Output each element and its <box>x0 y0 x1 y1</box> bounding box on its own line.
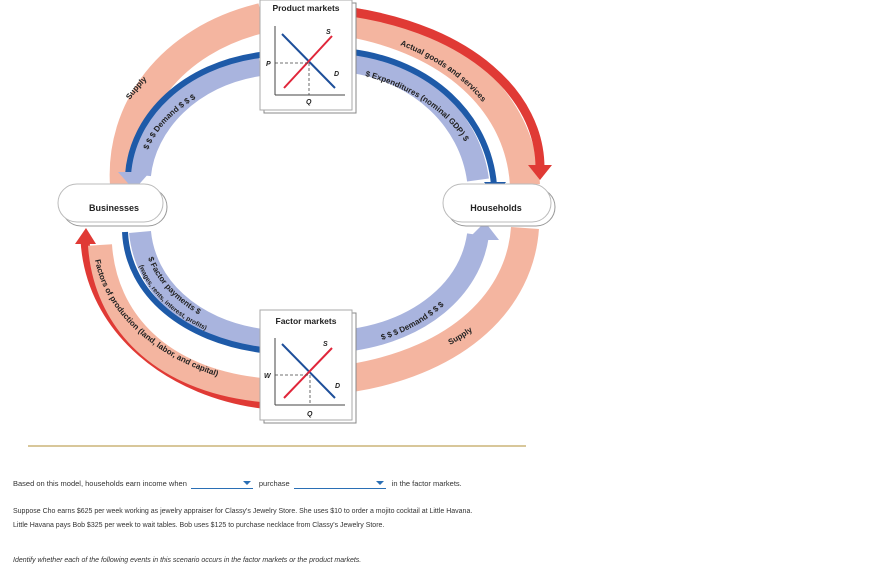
product-supply-label: S <box>326 29 331 36</box>
product-quantity-label: Q <box>306 99 312 106</box>
scenario-line-2: Little Havana pays Bob $325 per week to … <box>13 522 385 529</box>
households-node: Households <box>442 183 556 227</box>
factors-arrowhead <box>75 228 96 244</box>
demand-left-arrowhead <box>118 172 150 190</box>
factor-supply-label: S <box>323 341 328 348</box>
factor-demand-label: D <box>335 383 340 390</box>
businesses-node: Businesses <box>57 183 168 227</box>
dropdown-1[interactable] <box>190 478 253 489</box>
section-divider <box>28 445 526 447</box>
supply-flow-right-arrow <box>349 226 539 392</box>
factor-supply-curve <box>283 347 333 399</box>
demand-flow-left-arrow <box>129 54 262 177</box>
actual-goods-arrowhead <box>528 165 552 180</box>
expenditures-blue-arrow <box>351 49 497 186</box>
factor-markets-title: Factor markets <box>276 316 337 326</box>
product-price-label: P <box>266 61 271 68</box>
product-markets-title: Product markets <box>272 3 339 13</box>
factor-markets-box: Factor markets S D W Q <box>259 309 357 424</box>
question-suffix: in the factor markets. <box>391 479 462 488</box>
actual-goods-red-arrow <box>351 7 545 169</box>
product-supply-curve <box>283 35 333 89</box>
factor-payments-flow-arrow <box>129 230 264 351</box>
factors-flow-arrow <box>88 243 264 402</box>
factor-wage-label: W <box>264 373 272 380</box>
expenditures-flow-arrow <box>350 51 489 182</box>
factor-demand-curve <box>281 343 336 399</box>
product-markets-box: Product markets S D P Q <box>259 0 357 114</box>
question-prefix: Based on this model, households earn inc… <box>13 479 187 488</box>
scenario-line-1: Suppose Cho earns $625 per week working … <box>13 508 473 515</box>
factor-payments-blue-arrow <box>122 231 263 353</box>
demand-flow-right-arrow <box>350 232 489 351</box>
circular-flow-diagram: Supply $ $ $ Demand $ $ $ Actual goods a… <box>57 0 556 424</box>
businesses-label: Businesses <box>89 203 139 213</box>
question-sentence: Based on this model, households earn inc… <box>13 478 462 489</box>
instruction-text: Identify whether each of the following e… <box>13 557 362 564</box>
demand-blue-left-arrow <box>125 52 261 176</box>
chevron-down-icon <box>242 481 251 485</box>
chevron-down-icon <box>375 481 384 485</box>
factor-quantity-label: Q <box>307 411 313 418</box>
households-label: Households <box>470 203 522 213</box>
supply-flow-left-arrow <box>109 3 266 186</box>
question-middle: purchase <box>258 479 290 488</box>
product-demand-label: D <box>334 71 339 78</box>
goods-flow-right-arrow <box>347 7 540 187</box>
dropdown-2[interactable] <box>293 478 386 489</box>
demand-right-arrowhead <box>467 222 499 240</box>
